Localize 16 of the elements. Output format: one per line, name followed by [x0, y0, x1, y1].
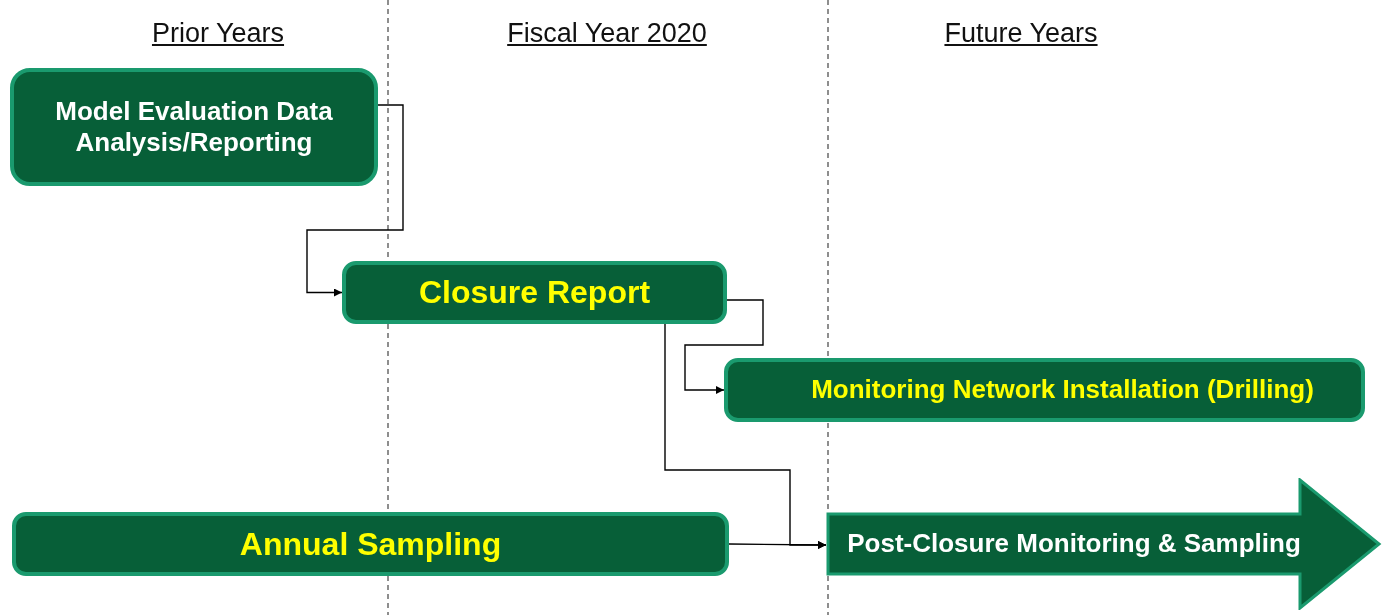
column-heading: Prior Years: [151, 18, 285, 49]
task-label: Model Evaluation Data Analysis/Reporting: [54, 95, 334, 159]
task-label: Closure Report: [418, 273, 651, 312]
column-heading: Fiscal Year 2020: [507, 18, 707, 49]
task-box: [342, 261, 727, 324]
task-label: Post-Closure Monitoring & Sampling: [847, 528, 1301, 560]
column-heading: Future Years: [944, 18, 1098, 49]
task-box: [10, 68, 378, 186]
connector-arrow: [684, 299, 764, 394]
task-box: [724, 358, 1365, 422]
task-box: [12, 512, 729, 576]
connector-arrow: [306, 104, 404, 297]
connector-arrow: [728, 540, 827, 549]
task-label: Annual Sampling: [239, 524, 502, 564]
task-label: Monitoring Network Installation (Drilling): [811, 374, 1314, 406]
block-arrow: [826, 478, 1382, 610]
